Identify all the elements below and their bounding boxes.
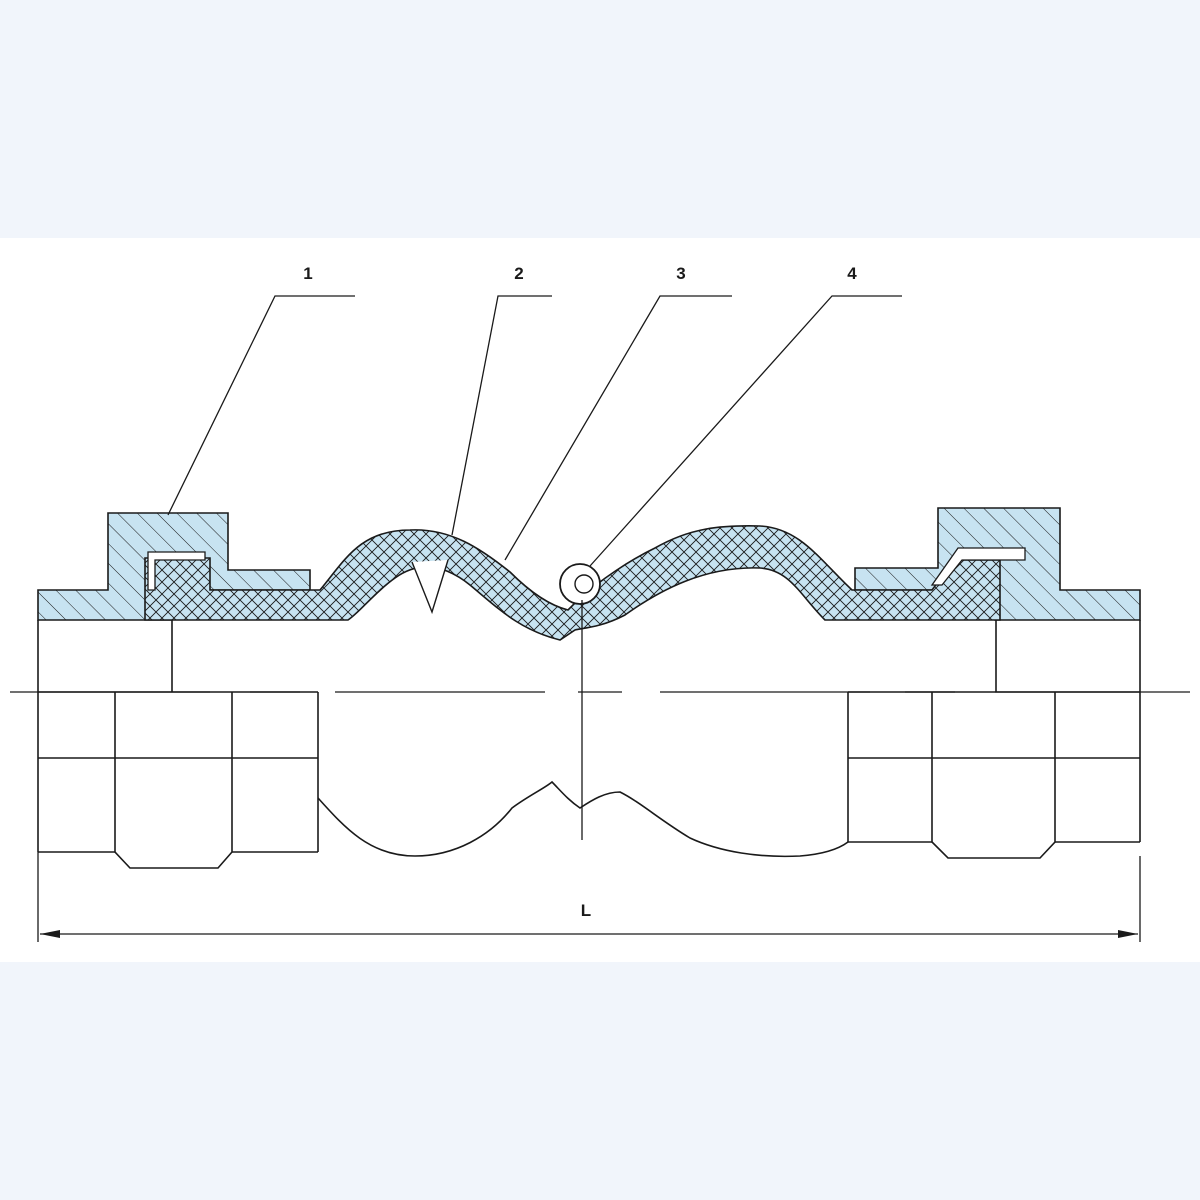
callout-1: 1 xyxy=(303,264,312,283)
left-flange-notch xyxy=(147,551,206,591)
dimension-arrow-left xyxy=(40,930,60,938)
reinforcing-ring-core xyxy=(574,574,594,594)
callout-4: 4 xyxy=(847,264,857,283)
right-flange-notch xyxy=(930,547,1026,586)
rubber-body-section xyxy=(144,525,1001,641)
callout-3: 3 xyxy=(676,264,685,283)
dimension-arrow-right xyxy=(1118,930,1138,938)
dimension-label: L xyxy=(581,901,591,920)
lower-bellows-outline xyxy=(317,780,849,858)
callout-2: 2 xyxy=(514,264,523,283)
length-dimension xyxy=(37,852,1141,942)
leader-lines xyxy=(167,295,902,567)
cord-layer-wedge xyxy=(411,559,449,615)
